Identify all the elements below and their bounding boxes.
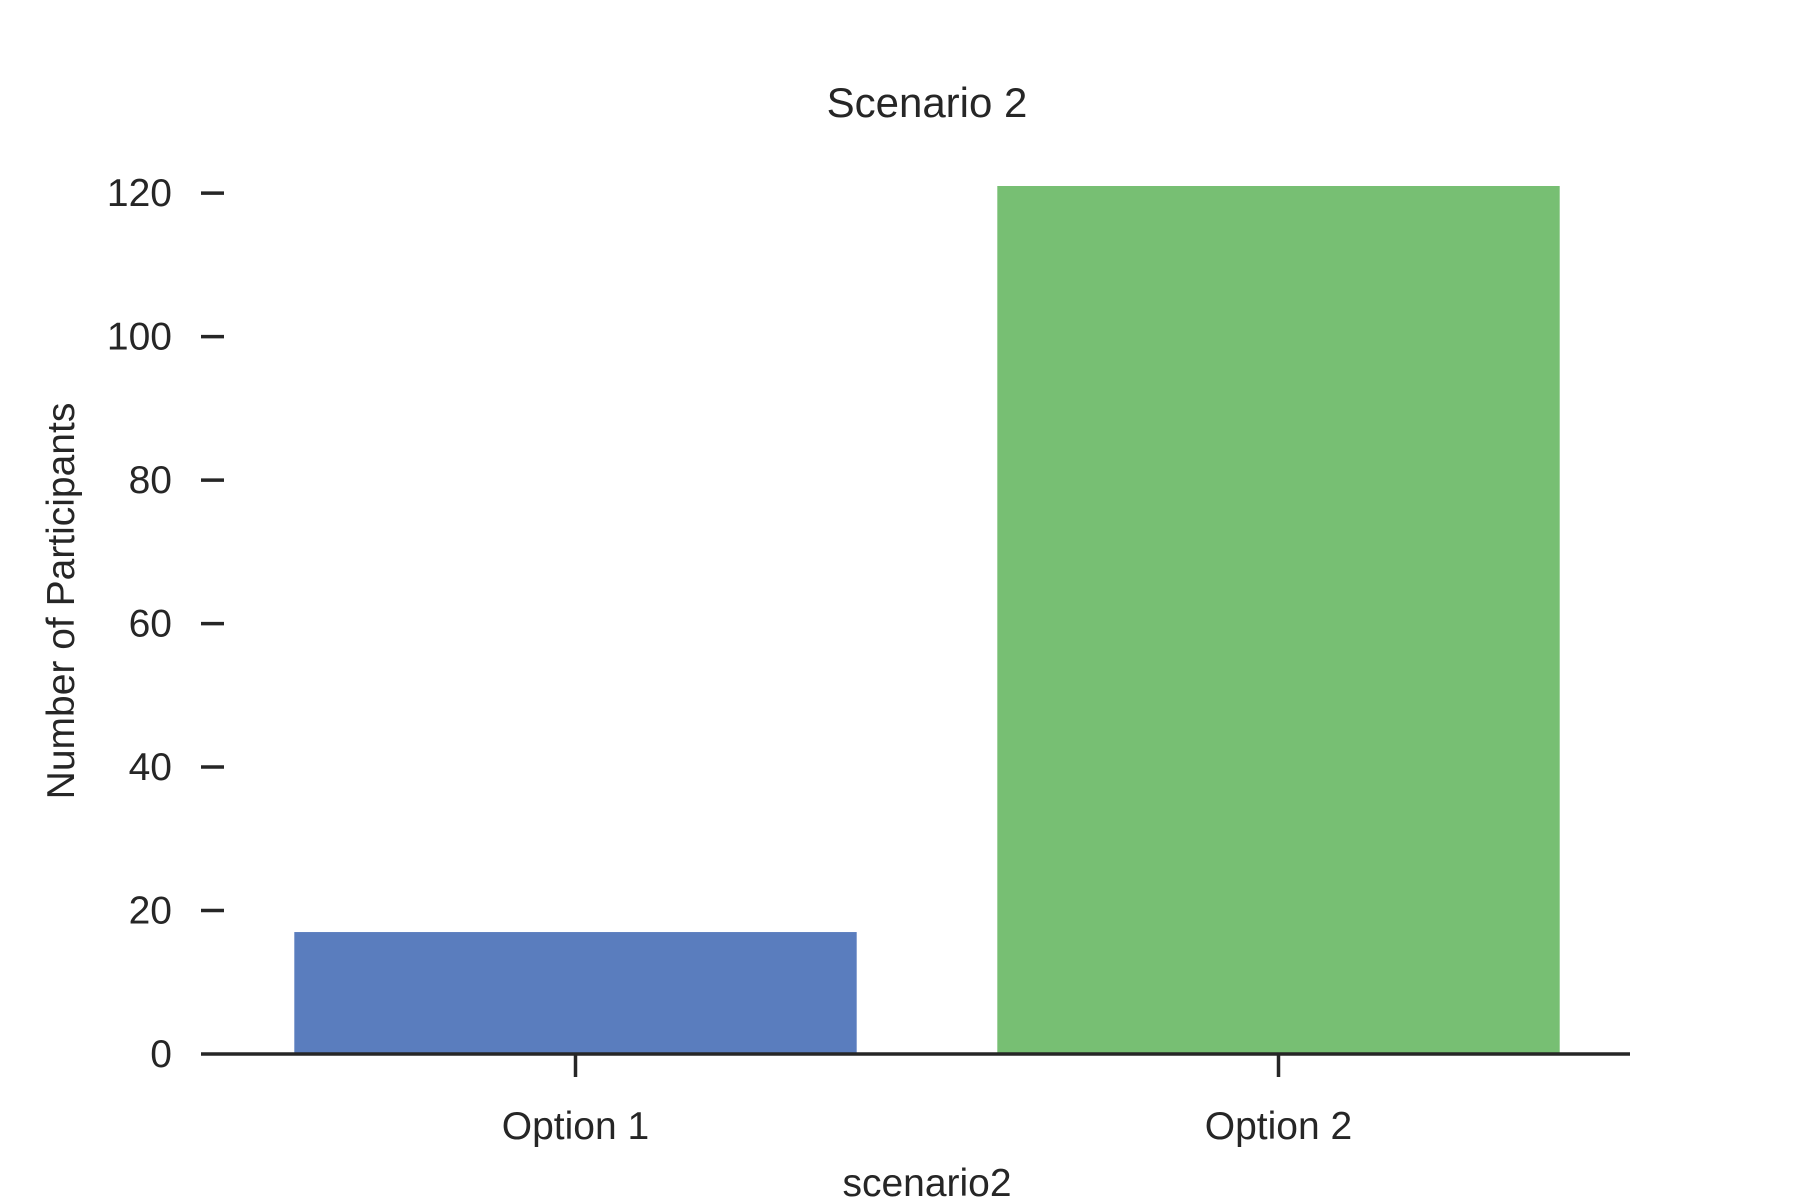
y-tick-label: 60 [129,603,172,646]
y-tick-label: 120 [107,172,172,215]
y-tick-label: 20 [129,890,172,933]
y-tick-label: 40 [129,746,172,789]
y-tick-label: 100 [107,316,172,359]
bars-group [294,186,1560,1054]
x-axis-label: scenario2 [842,1162,1011,1200]
chart-title: Scenario 2 [827,79,1028,126]
x-tick-label: Option 1 [502,1105,649,1148]
y-axis: 0 20 40 60 80 100 120 [107,172,224,1076]
y-tick-label: 80 [129,459,172,502]
y-tick-label: 0 [150,1033,172,1076]
bar-2 [997,186,1560,1054]
y-axis-label: Number of Participants [40,403,83,800]
x-tick-label: Option 2 [1205,1105,1352,1148]
x-axis: Option 1 Option 2 [224,1052,1630,1148]
bar-1 [294,932,857,1054]
